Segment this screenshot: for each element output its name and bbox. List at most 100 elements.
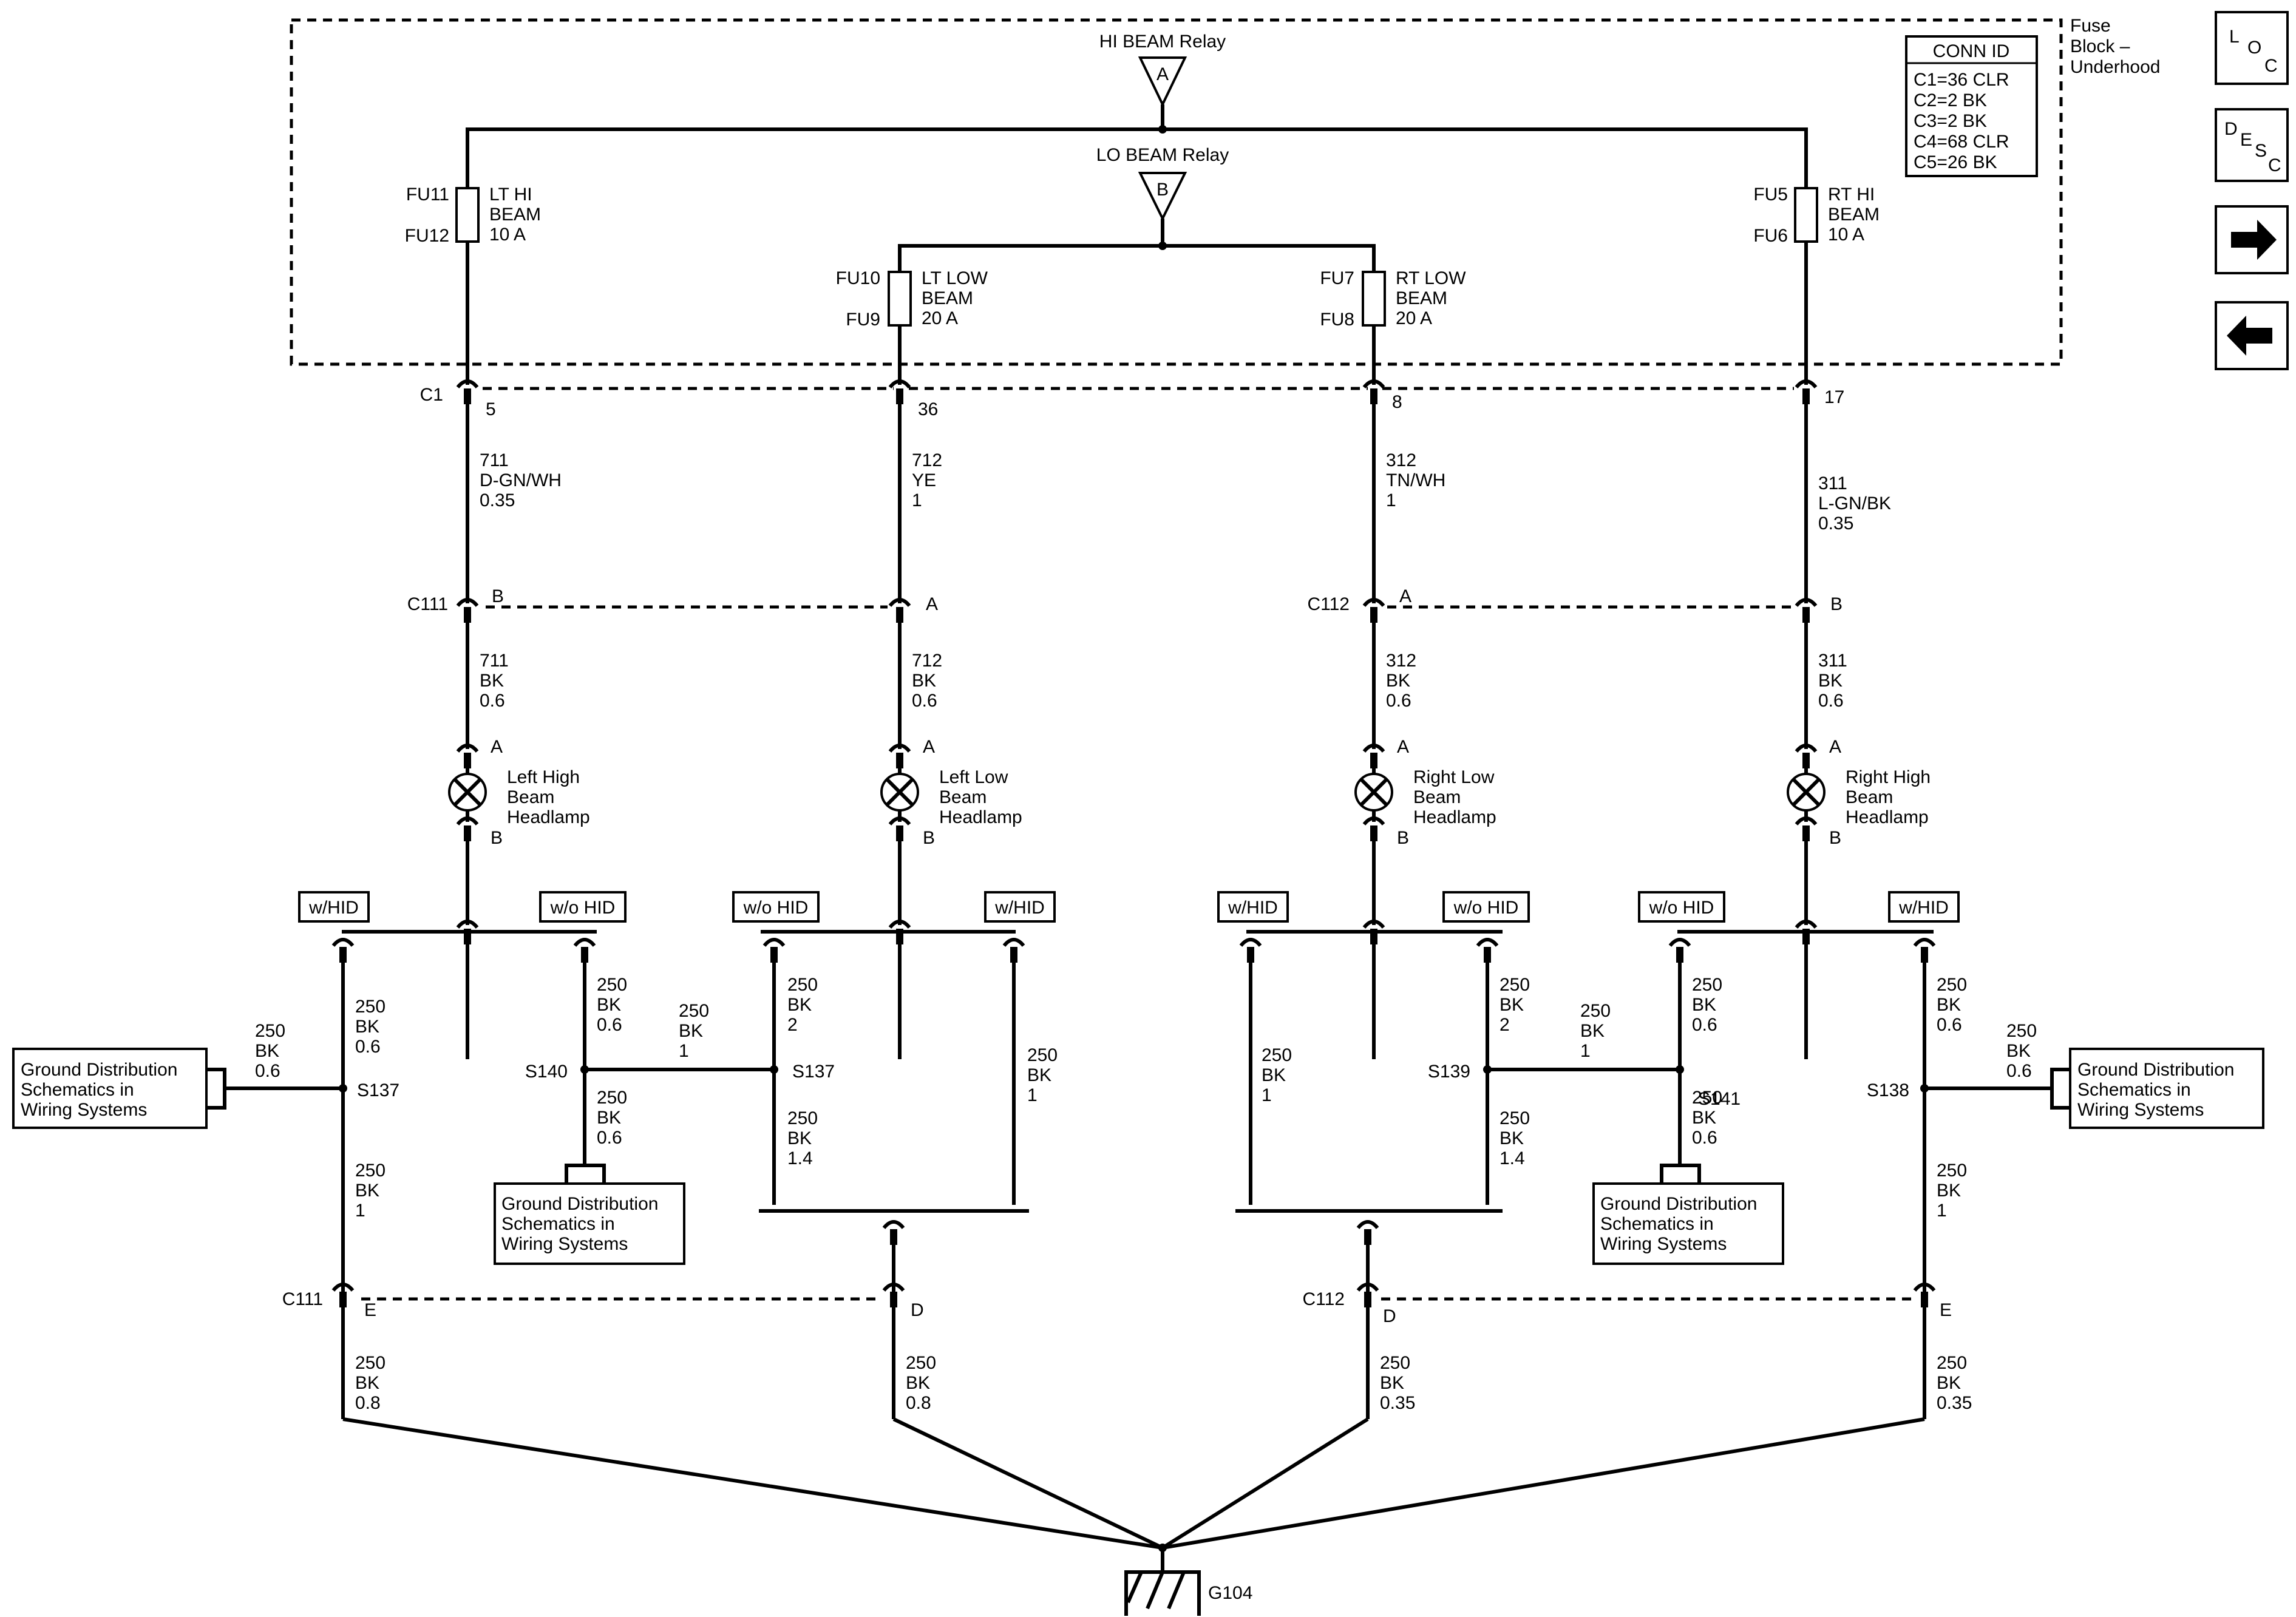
svg-text:w/HID: w/HID — [1228, 898, 1278, 918]
svg-text:w/o HID: w/o HID — [550, 898, 616, 918]
option-tab-w-hid: w/HID — [984, 891, 1056, 923]
svg-text:B: B — [1829, 828, 1841, 848]
connector-cavity — [888, 598, 911, 623]
conn-id-title: CONN ID — [1933, 41, 2010, 61]
conn-id-row: C3=2 BK — [1914, 111, 1987, 131]
svg-text:D: D — [911, 1300, 924, 1320]
lo-beam-relay: LO BEAM Relay B — [1096, 145, 1229, 250]
connector-cavity — [1362, 744, 1385, 768]
c112-label: C112 — [1308, 594, 1350, 614]
option-tab-w-hid: w/HID — [298, 891, 370, 923]
connector-cavity — [1795, 744, 1818, 768]
svg-text:L: L — [2229, 27, 2240, 47]
ground-symbol: G104 — [1124, 1570, 1252, 1616]
svg-text:S: S — [2255, 141, 2267, 161]
hi-beam-relay-label: HI BEAM Relay — [1099, 32, 1226, 52]
svg-text:E: E — [1940, 1300, 1952, 1320]
prev-page-button[interactable] — [2215, 301, 2289, 370]
svg-text:A: A — [491, 737, 503, 757]
splice-dot — [339, 1084, 347, 1093]
conn-id-row: C1=36 CLR — [1914, 70, 2009, 90]
option-tab-wo-hid: w/o HID — [1638, 891, 1725, 923]
svg-text:8: 8 — [1392, 392, 1402, 412]
svg-text:w/o HID: w/o HID — [1453, 898, 1519, 918]
svg-text:FU9: FU9 — [846, 310, 880, 330]
next-page-button[interactable] — [2215, 205, 2289, 274]
splice-label: S141 — [1698, 1089, 1741, 1109]
splice-dot — [1920, 1084, 1929, 1093]
loc-button[interactable]: L O C — [2215, 11, 2289, 85]
svg-text:FU11: FU11 — [406, 185, 449, 205]
lo-beam-relay-letter: B — [1156, 180, 1169, 200]
svg-text:FU10: FU10 — [836, 268, 880, 288]
connector-cavity — [1362, 816, 1385, 841]
svg-text:A: A — [1399, 586, 1411, 606]
hi-beam-relay: HI BEAM Relay A — [1099, 32, 1226, 134]
svg-text:O: O — [2247, 38, 2261, 58]
svg-text:B: B — [1830, 594, 1843, 614]
splice-label: S139 — [1428, 1062, 1470, 1082]
connector-cavity — [456, 379, 479, 404]
conn-id-row: C4=68 CLR — [1914, 132, 2009, 152]
conn-id-row: C5=26 BK — [1914, 152, 1997, 172]
connector-cavity — [1362, 598, 1385, 623]
svg-text:B: B — [1397, 828, 1409, 848]
svg-text:FU7: FU7 — [1320, 268, 1354, 288]
splice-label: S140 — [525, 1062, 568, 1082]
splice-dot — [1483, 1065, 1492, 1074]
lo-beam-bus — [898, 244, 1376, 382]
fuse-block-outline — [290, 18, 2063, 366]
conn-id-table: CONN ID C1=36 CLR C2=2 BK C3=2 BK C4=68 … — [1905, 35, 2038, 177]
connector-cavity — [888, 816, 911, 841]
svg-text:17: 17 — [1824, 387, 1844, 407]
connector-cavity — [456, 816, 479, 841]
svg-text:D: D — [1383, 1306, 1396, 1326]
connector-cavity — [1795, 598, 1818, 623]
svg-text:w/HID: w/HID — [308, 898, 359, 918]
svg-text:C: C — [2264, 56, 2278, 76]
option-tab-wo-hid: w/o HID — [1442, 891, 1530, 923]
svg-text:B: B — [492, 586, 504, 606]
arrow-left-icon — [2227, 316, 2272, 356]
hi-beam-bus — [466, 127, 1808, 382]
svg-text:36: 36 — [918, 399, 938, 419]
splice-label: S137 — [357, 1080, 399, 1100]
desc-button[interactable]: D E S C — [2215, 108, 2289, 182]
